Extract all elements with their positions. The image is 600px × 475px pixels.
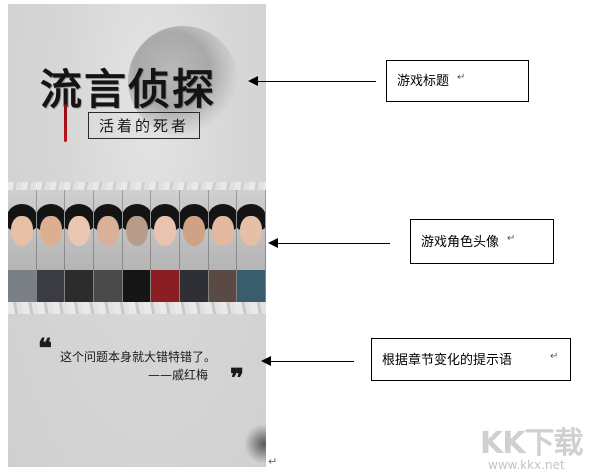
paragraph-mark: ↵ — [268, 455, 278, 468]
portrait-face — [240, 216, 263, 246]
hint-text: 这个问题本身就大错特错了。 — [60, 350, 217, 364]
moon-background — [128, 26, 238, 136]
blood-drip — [64, 104, 67, 142]
watermark-url: www.kkx.net — [488, 458, 565, 472]
watermark-logo: KK下载 — [480, 426, 583, 461]
character-portrait — [122, 190, 152, 306]
hint-author: ——戚红梅 — [148, 368, 209, 382]
game-screenshot: 流言侦探 活着的死者 ❝ 这个问题本身就大错特错了。 ——戚红梅 ❞ — [8, 4, 266, 467]
portrait-body — [8, 270, 36, 306]
portrait-face — [68, 216, 91, 246]
hint-callout-text: 根据章节变化的提示语 — [382, 353, 513, 368]
arrow-head-icon — [268, 238, 278, 248]
character-portrait — [65, 190, 95, 306]
portraits-callout: 游戏角色头像 ↵ — [410, 219, 554, 264]
kkx-watermark: KK下载 www.kkx.net — [480, 418, 590, 474]
portrait-body — [237, 270, 266, 306]
title-arrow — [258, 81, 376, 82]
portraits-arrow — [277, 243, 390, 244]
arrow-head-icon — [248, 76, 258, 86]
portrait-body — [151, 270, 180, 306]
portrait-body — [122, 270, 151, 306]
portrait-face — [96, 216, 119, 246]
portrait-face — [154, 216, 177, 246]
portrait-body — [94, 270, 122, 306]
title-callout-text: 游戏标题 — [397, 74, 450, 89]
portrait-face — [211, 216, 234, 246]
character-portrait — [208, 190, 238, 306]
portrait-body — [36, 270, 65, 306]
paragraph-mark: ↵ — [457, 72, 466, 83]
character-portrait — [94, 190, 123, 306]
title-callout: 游戏标题 ↵ — [386, 60, 529, 102]
game-subtitle: 活着的死者 — [88, 112, 201, 139]
hint-callout: 根据章节变化的提示语 ↵ — [371, 338, 571, 381]
portrait-face — [39, 216, 62, 246]
portrait-body — [65, 270, 94, 306]
portrait-body — [180, 270, 208, 306]
character-portrait — [151, 190, 181, 306]
portrait-face — [10, 216, 33, 246]
portrait-face — [125, 216, 148, 246]
game-title: 流言侦探 — [40, 65, 217, 114]
character-portraits — [8, 190, 266, 306]
character-portrait — [8, 190, 37, 306]
arrow-head-icon — [261, 356, 271, 366]
quote-open-icon: ❝ — [38, 334, 52, 364]
hint-arrow — [270, 361, 354, 362]
character-portrait — [237, 190, 266, 306]
portraits-callout-text: 游戏角色头像 — [421, 235, 500, 250]
torn-paper-bottom — [8, 302, 266, 314]
character-portrait — [180, 190, 209, 306]
ink-stain — [244, 424, 266, 464]
paragraph-mark: ↵ — [507, 233, 516, 244]
paragraph-mark: ↵ — [550, 351, 559, 362]
portrait-face — [182, 216, 205, 246]
character-portrait — [36, 190, 66, 306]
quote-close-icon: ❞ — [230, 364, 244, 394]
portrait-body — [208, 270, 237, 306]
